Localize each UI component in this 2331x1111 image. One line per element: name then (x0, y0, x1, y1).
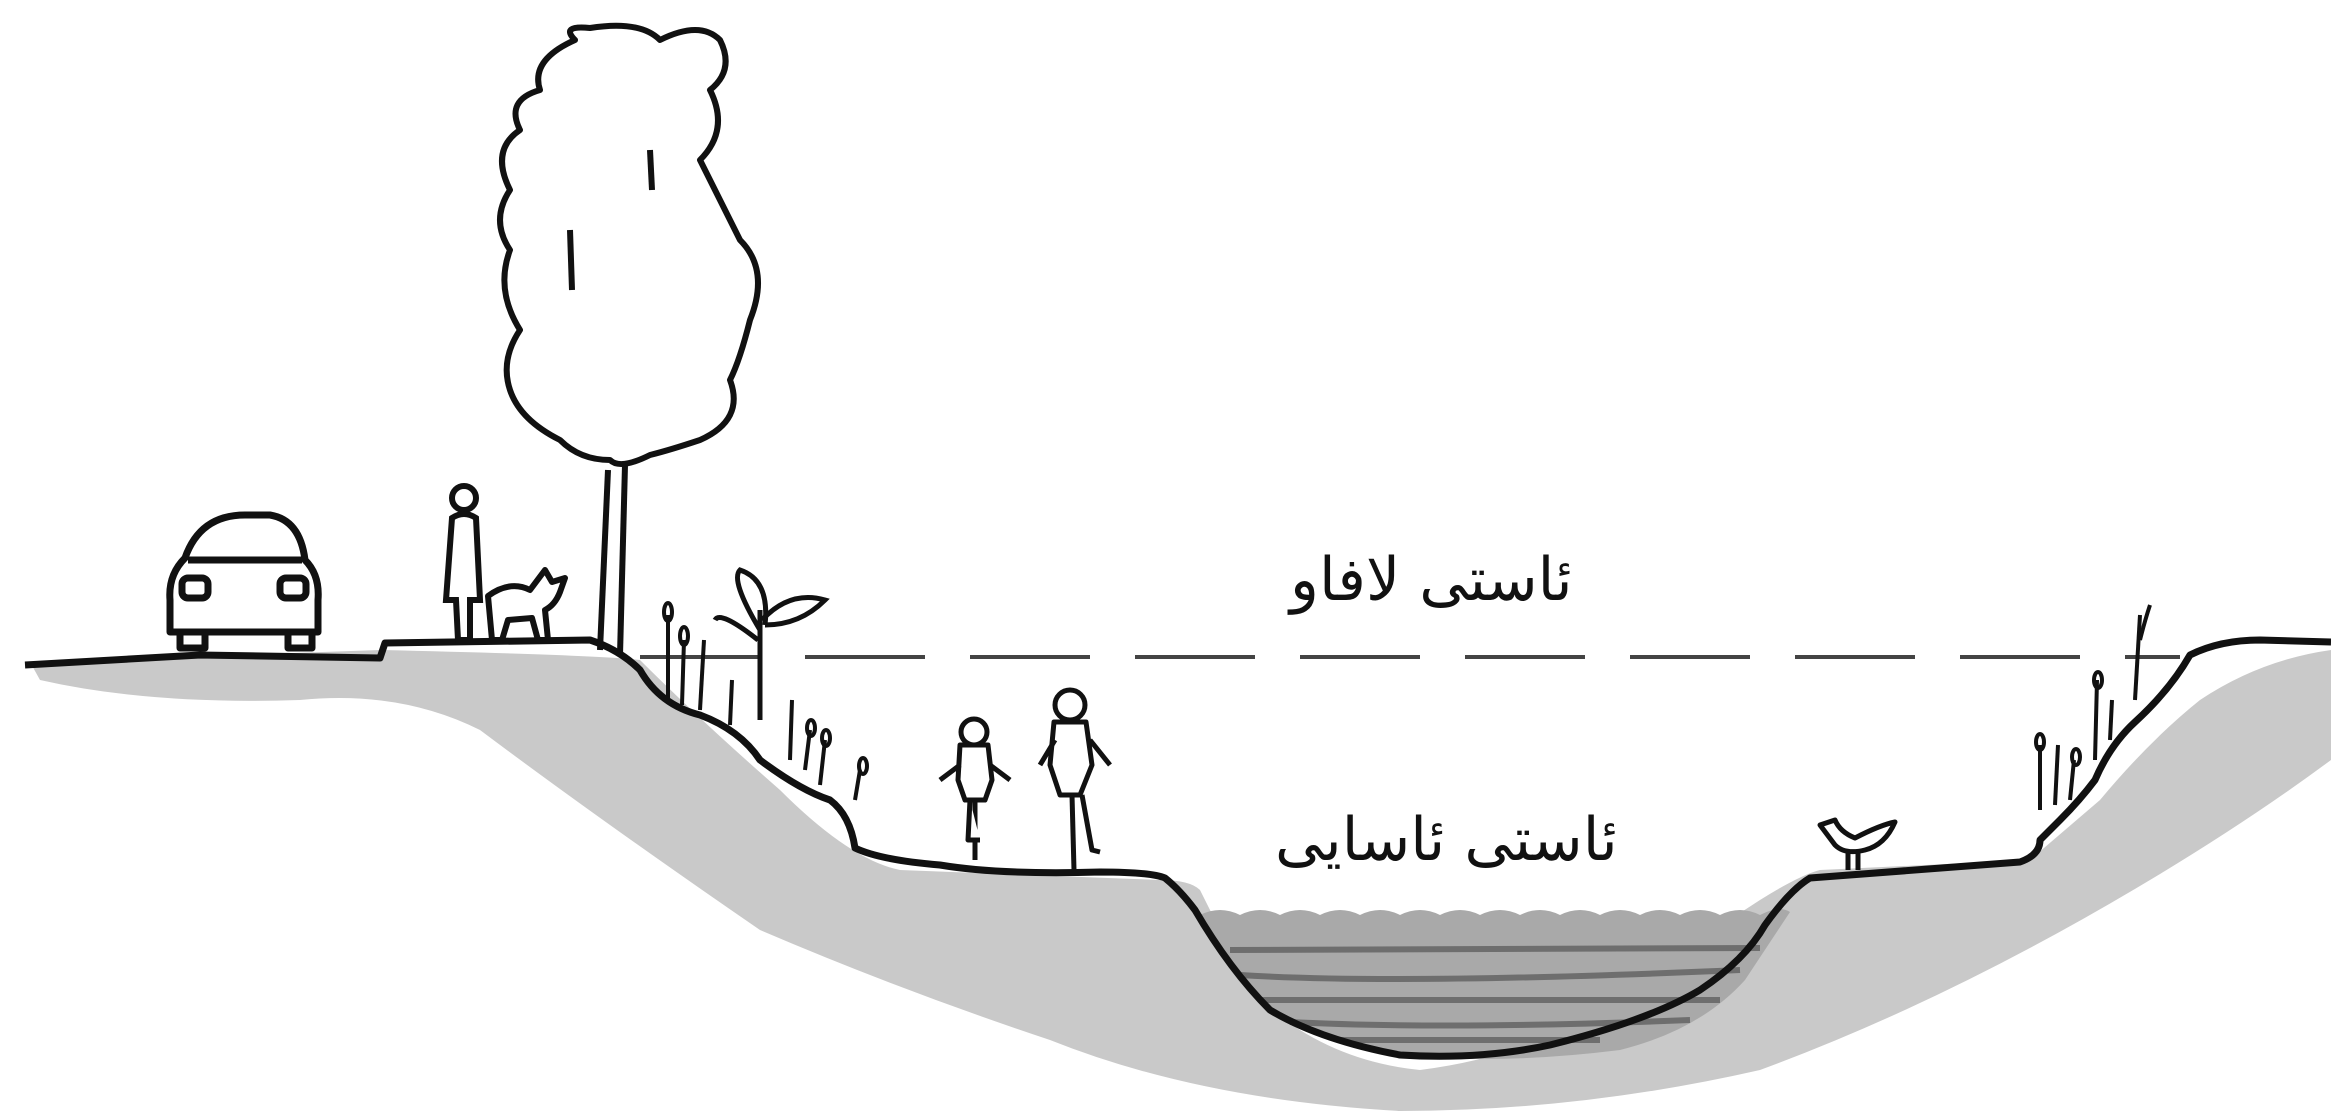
tree-icon (500, 26, 758, 655)
person-icon (446, 486, 480, 640)
dog-icon (488, 570, 565, 640)
car-icon (170, 515, 318, 648)
flood-level-label: ئاستی لافاو (1290, 545, 1573, 615)
normal-level-label: ئاستی ئاسایی (1275, 805, 1618, 875)
cyclist-icon (1040, 690, 1110, 870)
soil-layer (30, 650, 2331, 1111)
bird-icon (1820, 820, 1895, 870)
cyclist-icon (940, 719, 1010, 860)
